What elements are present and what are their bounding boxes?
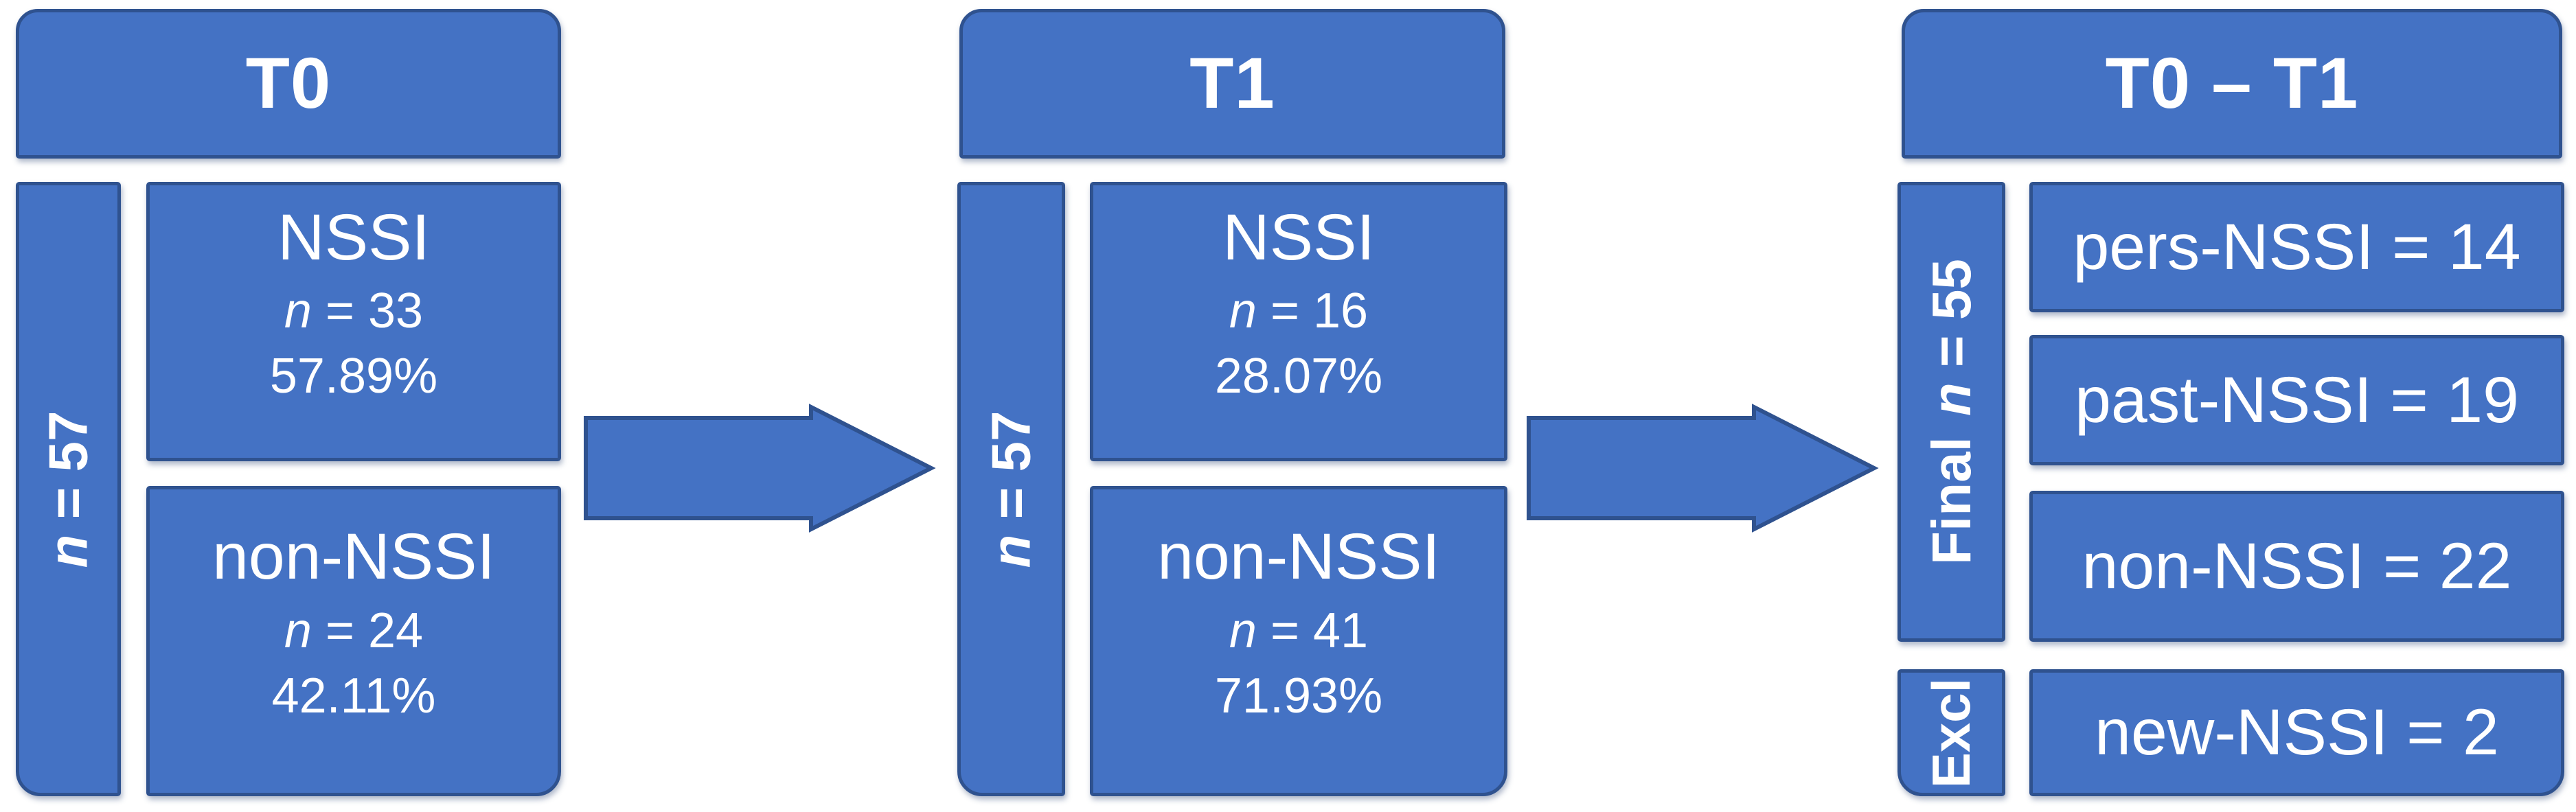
- panel-t0-nssi-n: n: [284, 283, 312, 339]
- panel-t0t1-final-text: Final: [1920, 437, 1982, 565]
- panel-t0-non-nssi-count: n = 24: [284, 603, 424, 658]
- panel-t0t1-excl-label: Excl: [1921, 677, 1982, 788]
- panel-t1-non-nssi-percent: 71.93%: [1214, 668, 1383, 723]
- flow-arrow-t1-to-t0t1-icon: [1527, 404, 1879, 533]
- new-nssi-result-box: new-NSSI = 2: [2029, 669, 2564, 796]
- panel-t1-nssi-n-value: = 16: [1256, 283, 1369, 339]
- panel-t0t1-final-n: n: [1920, 382, 1982, 417]
- non-nssi-result-label: non-NSSI = 22: [2082, 529, 2512, 603]
- panel-t0t1-final-sidebar: Final n = 55: [1897, 182, 2005, 642]
- panel-t0-sidebar-value: = 57: [37, 410, 99, 535]
- panel-t0-non-nssi-title: non-NSSI: [212, 520, 495, 594]
- past-nssi-result-box: past-NSSI = 19: [2029, 335, 2564, 465]
- panel-t1-nssi-title: NSSI: [1222, 200, 1375, 274]
- panel-t0-nssi-title: NSSI: [277, 200, 430, 274]
- new-nssi-result-label: new-NSSI = 2: [2095, 696, 2499, 769]
- panel-t0-non-nssi-n-value: = 24: [311, 603, 424, 658]
- flow-arrow-t0-to-t1-icon: [584, 404, 936, 533]
- panel-t0-non-nssi-n: n: [284, 603, 312, 658]
- panel-t1-sample-sidebar: n = 57: [957, 182, 1065, 796]
- panel-t0-header: T0: [16, 9, 561, 159]
- panel-t0-non-nssi-box: non-NSSI n = 24 42.11%: [146, 486, 561, 796]
- panel-t1-header: T1: [959, 9, 1505, 159]
- panel-t0-non-nssi-percent: 42.11%: [271, 668, 436, 723]
- panel-t0-nssi-n-value: = 33: [311, 283, 424, 339]
- panel-t1-non-nssi-count: n = 41: [1229, 603, 1369, 658]
- non-nssi-result-box: non-NSSI = 22: [2029, 491, 2564, 642]
- pers-nssi-result-label: pers-NSSI = 14: [2073, 210, 2521, 283]
- panel-t0-sidebar-n: n: [37, 534, 99, 568]
- panel-t1-nssi-percent: 28.07%: [1214, 349, 1383, 404]
- panel-t0-nssi-percent: 57.89%: [269, 349, 438, 404]
- panel-t1-sample-size-label: n = 57: [980, 410, 1042, 568]
- panel-t1-nssi-count: n = 16: [1229, 283, 1369, 339]
- panel-t0-nssi-box: NSSI n = 33 57.89%: [146, 182, 561, 461]
- panel-t1-sidebar-n: n: [980, 534, 1042, 568]
- panel-t1-non-nssi-n: n: [1229, 603, 1257, 658]
- panel-t1-nssi-box: NSSI n = 16 28.07%: [1090, 182, 1507, 461]
- panel-t0-sample-sidebar: n = 57: [16, 182, 121, 796]
- panel-t0-nssi-count: n = 33: [284, 283, 424, 339]
- panel-t1-nssi-n: n: [1229, 283, 1257, 339]
- panel-t1-non-nssi-box: non-NSSI n = 41 71.93%: [1090, 486, 1507, 796]
- pers-nssi-result-box: pers-NSSI = 14: [2029, 182, 2564, 312]
- past-nssi-result-label: past-NSSI = 19: [2075, 363, 2519, 437]
- panel-t0-sample-size-label: n = 57: [37, 410, 99, 568]
- panel-t1-sidebar-value: = 57: [980, 410, 1042, 535]
- panel-t0t1-final-label: Final n = 55: [1920, 259, 1982, 565]
- panel-t0t1-header: T0 – T1: [1902, 9, 2562, 159]
- panel-t0t1-excl-sidebar: Excl: [1897, 669, 2005, 796]
- panel-t1-non-nssi-title: non-NSSI: [1157, 520, 1440, 594]
- panel-t1-non-nssi-n-value: = 41: [1256, 603, 1369, 658]
- panel-t0t1-final-value: = 55: [1920, 259, 1982, 383]
